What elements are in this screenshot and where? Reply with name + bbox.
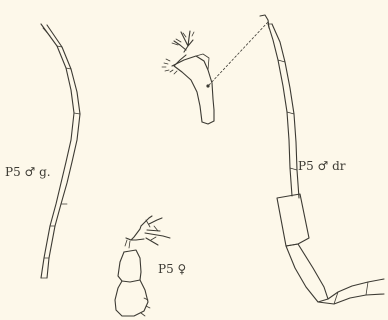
p5-male-left-leg	[41, 24, 80, 278]
setae-tip-detail	[162, 22, 268, 124]
label-p5-male-left: P5 ♂ g.	[5, 166, 51, 178]
label-p5-female: P5 ♀	[158, 263, 186, 275]
label-p5-male-right: P5 ♂ dr	[298, 160, 346, 172]
